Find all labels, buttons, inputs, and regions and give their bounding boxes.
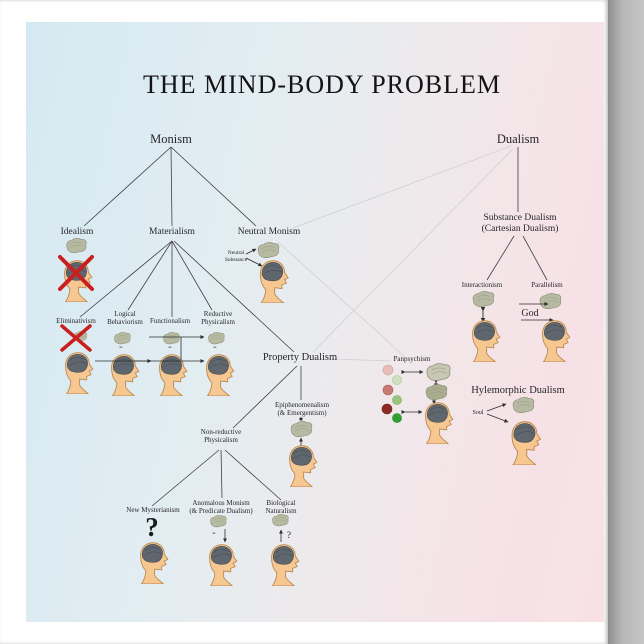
logical-behaviorism-figure <box>95 332 152 396</box>
node-substance-dualism: Substance Dualism (Cartesian Dualism) <box>481 213 559 234</box>
node-nonreductive-physicalism: Non-reductive Physicalism <box>200 428 242 444</box>
node-dualism: Dualism <box>496 132 540 146</box>
node-anomalous-monism: Anomalous Monism (& Predicate Dualism) <box>189 499 253 515</box>
node-reductive-physicalism: Reductive Physicalism <box>201 310 235 326</box>
idealism-figure <box>58 238 94 302</box>
node-logical-behaviorism: Logical Behaviorism <box>107 310 143 326</box>
identity-sign-functionalism: ≡ <box>168 345 172 351</box>
background-edge <box>608 0 644 644</box>
identity-sign-anomalous: ≡ <box>212 531 216 537</box>
faint-links <box>277 145 514 362</box>
big-question-mark: ? <box>145 512 159 542</box>
soul-label: Soul <box>472 410 484 416</box>
interactionism-figure <box>472 291 501 362</box>
node-materialism: Materialism <box>149 227 195 237</box>
eliminativism-figure <box>60 324 94 394</box>
node-property-dualism: Property Dualism <box>262 352 338 363</box>
epiphenomenalism-figure <box>289 417 318 487</box>
panpsychism-figure <box>381 363 454 444</box>
node-interactionism: Interactionism <box>461 281 503 289</box>
identity-sign-reductive: ≡ <box>213 345 217 351</box>
node-parallelism: Parallelism <box>531 281 563 289</box>
identity-sign-behaviorism: ≡ <box>119 345 123 351</box>
parallelism-figure <box>519 293 571 362</box>
node-neutral-monism: Neutral Monism <box>237 227 301 237</box>
node-panpsychism: Panpsychism <box>393 355 431 363</box>
node-new-mysterianism: New Mysterianism <box>126 506 180 514</box>
neutral-substance-label: Neutral Substance <box>224 250 248 263</box>
node-idealism: Idealism <box>60 227 94 237</box>
red-cross-icon <box>60 324 92 352</box>
tree-edges <box>79 146 548 507</box>
hylemorphic-dualism-figure <box>486 397 542 465</box>
anomalous-monism-figure <box>209 515 238 586</box>
functionalism-figure <box>134 332 205 396</box>
node-functionalism: Functionalism <box>149 317 191 325</box>
small-question-mark: ? <box>287 530 291 540</box>
new-mysterianism-figure <box>140 542 169 584</box>
node-biological-naturalism: Biological Naturalism <box>265 499 297 515</box>
print-area <box>26 22 604 622</box>
reductive-physicalism-figure <box>206 332 235 396</box>
god-label: God <box>521 308 539 319</box>
node-eliminativism: Eliminativism <box>56 317 96 325</box>
node-epiphenomenalism: Epiphenomenalism (& Emergentism) <box>274 401 330 417</box>
neutral-monism-figure <box>245 242 289 303</box>
node-hylemorphic-dualism: Hylemorphic Dualism <box>471 385 565 396</box>
page-title: THE MIND-BODY PROBLEM <box>142 70 502 99</box>
node-monism: Monism <box>150 132 192 146</box>
biological-naturalism-figure <box>271 514 300 586</box>
red-cross-icon <box>58 255 94 291</box>
